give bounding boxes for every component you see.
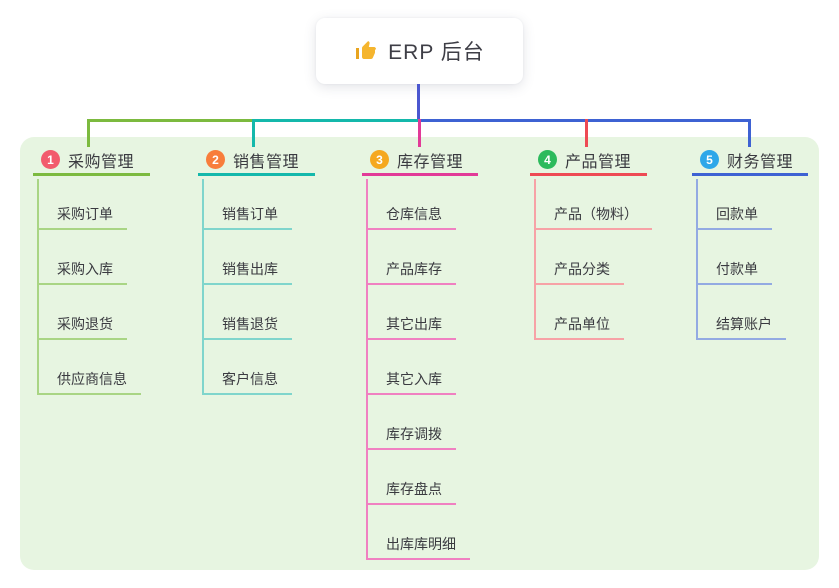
child-label: 销售退货 xyxy=(222,316,278,332)
thumbs-up-icon xyxy=(356,41,377,59)
branches-panel xyxy=(20,137,819,570)
child-node-sales-outbound[interactable]: 销售出库 xyxy=(202,257,292,285)
child-label: 供应商信息 xyxy=(57,371,127,387)
child-node-product-category[interactable]: 产品分类 xyxy=(534,257,624,285)
branch-node-inventory[interactable]: 3 库存管理 xyxy=(362,146,478,176)
child-node-product-stock[interactable]: 产品库存 xyxy=(366,257,456,285)
root-title: ERP 后台 xyxy=(388,41,485,64)
child-label: 库存盘点 xyxy=(386,481,442,497)
child-label: 采购订单 xyxy=(57,206,113,222)
connector-h-branch1 xyxy=(87,119,255,122)
branch-node-product[interactable]: 4 产品管理 xyxy=(530,146,647,176)
branch-title: 库存管理 xyxy=(397,153,464,171)
branch-number-badge: 5 xyxy=(700,150,719,169)
child-label: 库存调拨 xyxy=(386,426,442,442)
child-node-other-inbound[interactable]: 其它入库 xyxy=(366,367,456,395)
child-label: 产品（物料） xyxy=(554,206,638,222)
connector-branch1-children xyxy=(37,179,39,395)
connector-drop-branch2 xyxy=(252,119,255,147)
connector-drop-branch3 xyxy=(418,119,421,147)
branch-title: 采购管理 xyxy=(68,153,135,171)
child-label: 仓库信息 xyxy=(386,206,442,222)
branch-title: 销售管理 xyxy=(233,153,300,171)
child-node-sales-order[interactable]: 销售订单 xyxy=(202,202,292,230)
child-node-outbound-detail[interactable]: 出库库明细 xyxy=(366,532,470,560)
branch-number-badge: 4 xyxy=(538,150,557,169)
branch-number-badge: 2 xyxy=(206,150,225,169)
child-node-stock-transfer[interactable]: 库存调拨 xyxy=(366,422,456,450)
child-label: 结算账户 xyxy=(716,316,772,332)
child-node-stock-check[interactable]: 库存盘点 xyxy=(366,477,456,505)
child-label: 销售订单 xyxy=(222,206,278,222)
child-node-purchase-order[interactable]: 采购订单 xyxy=(37,202,127,230)
child-node-payment-bill[interactable]: 付款单 xyxy=(696,257,772,285)
child-label: 销售出库 xyxy=(222,261,278,277)
branch-number-badge: 1 xyxy=(41,150,60,169)
child-label: 客户信息 xyxy=(222,371,278,387)
child-label: 出库库明细 xyxy=(386,536,456,552)
branch-node-purchase[interactable]: 1 采购管理 xyxy=(33,146,150,176)
child-node-product-unit[interactable]: 产品单位 xyxy=(534,312,624,340)
child-label: 产品单位 xyxy=(554,316,610,332)
branch-number-badge: 3 xyxy=(370,150,389,169)
connector-branch4-children xyxy=(534,179,536,340)
child-label: 其它入库 xyxy=(386,371,442,387)
connector-branch2-children xyxy=(202,179,204,395)
child-node-warehouse-info[interactable]: 仓库信息 xyxy=(366,202,456,230)
connector-h-branch2 xyxy=(253,119,420,122)
child-label: 产品库存 xyxy=(386,261,442,277)
branch-node-sales[interactable]: 2 销售管理 xyxy=(198,146,315,176)
child-label: 回款单 xyxy=(716,206,758,222)
child-node-product-material[interactable]: 产品（物料） xyxy=(534,202,652,230)
child-node-receipt-bill[interactable]: 回款单 xyxy=(696,202,772,230)
branch-title: 财务管理 xyxy=(727,153,794,171)
child-label: 其它出库 xyxy=(386,316,442,332)
branch-title: 产品管理 xyxy=(565,153,632,171)
connector-drop-branch5 xyxy=(748,119,751,147)
connector-branch3-children xyxy=(366,179,368,560)
connector-branch5-children xyxy=(696,179,698,340)
child-node-settle-account[interactable]: 结算账户 xyxy=(696,312,786,340)
connector-drop-branch4 xyxy=(585,119,588,147)
child-node-other-outbound[interactable]: 其它出库 xyxy=(366,312,456,340)
child-node-purchase-inbound[interactable]: 采购入库 xyxy=(37,257,127,285)
child-label: 采购退货 xyxy=(57,316,113,332)
branch-node-finance[interactable]: 5 财务管理 xyxy=(692,146,808,176)
connector-root-drop xyxy=(417,84,420,122)
root-node-erp[interactable]: ERP 后台 xyxy=(316,18,523,84)
child-label: 付款单 xyxy=(716,261,758,277)
child-node-purchase-return[interactable]: 采购退货 xyxy=(37,312,127,340)
child-node-customer-info[interactable]: 客户信息 xyxy=(202,367,292,395)
child-node-sales-return[interactable]: 销售退货 xyxy=(202,312,292,340)
child-node-supplier-info[interactable]: 供应商信息 xyxy=(37,367,141,395)
child-label: 采购入库 xyxy=(57,261,113,277)
child-label: 产品分类 xyxy=(554,261,610,277)
connector-drop-branch1 xyxy=(87,119,90,147)
